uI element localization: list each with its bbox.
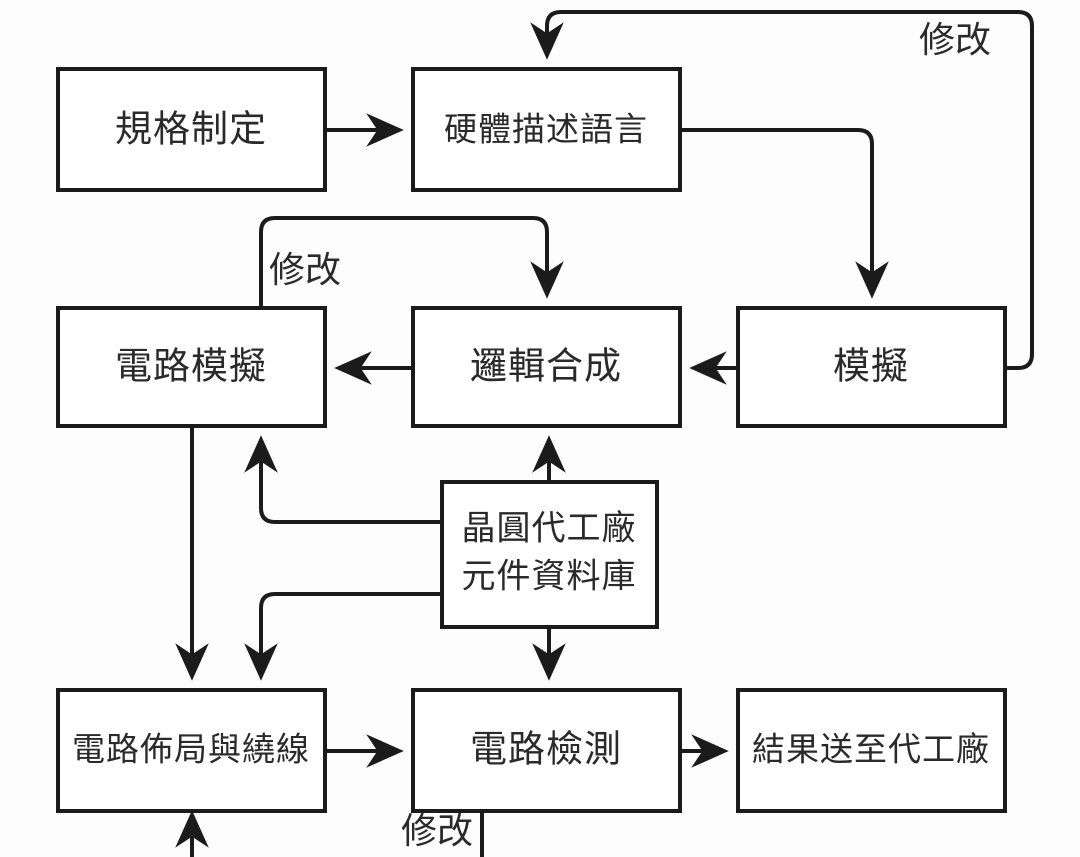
node-simulation[interactable]: 模擬 [736, 306, 1007, 428]
edge-label-revise-mid-left: 修改 [269, 250, 341, 291]
node-logic-synth-box[interactable] [411, 306, 682, 428]
node-simulation-label: 模擬 [833, 345, 909, 388]
node-circuit-sim[interactable]: 電路模擬 [56, 306, 327, 428]
node-layout-routing-box[interactable] [56, 688, 327, 813]
node-simulation-box[interactable] [736, 306, 1007, 428]
edge-db-to-circuit-sim [244, 435, 442, 524]
node-send-foundry-label: 結果送至代工廠 [752, 730, 990, 769]
edge-label-layer: 修改 修改 修改 [269, 20, 991, 852]
node-logic-synth-label: 邏輯合成 [470, 345, 622, 388]
node-send-foundry[interactable]: 結果送至代工廠 [736, 688, 1007, 813]
connector-layer [175, 10, 1034, 857]
node-spec[interactable]: 規格制定 [56, 67, 327, 192]
edge-circuit-sim-to-logic-synth-revise [259, 216, 564, 308]
node-layout-routing-label: 電路佈局與繞線 [72, 730, 310, 769]
edge-db-to-layout-routing [244, 592, 442, 681]
node-foundry-db-label-line2: 元件資料庫 [462, 557, 637, 597]
edge-simulation-to-hdl-revise [530, 10, 1034, 370]
edge-label-revise-top-right: 修改 [919, 20, 991, 61]
node-hdl-box[interactable] [411, 67, 682, 192]
node-foundry-db[interactable]: 晶圓代工廠 元件資料庫 [440, 480, 659, 629]
node-spec-box[interactable] [56, 67, 327, 192]
node-logic-synth[interactable]: 邏輯合成 [411, 306, 682, 428]
node-hdl[interactable]: 硬體描述語言 [411, 67, 682, 192]
node-spec-label: 規格制定 [115, 108, 267, 151]
edge-circuit-test-to-layout-routing-revise [175, 810, 484, 857]
edge-label-revise-bottom: 修改 [401, 811, 473, 852]
node-circuit-sim-box[interactable] [56, 306, 327, 428]
node-hdl-label: 硬體描述語言 [444, 110, 648, 149]
edge-hdl-to-simulation [680, 128, 889, 299]
node-circuit-test[interactable]: 電路檢測 [411, 688, 682, 813]
node-layout-routing[interactable]: 電路佈局與繞線 [56, 688, 327, 813]
node-layer: 規格制定 硬體描述語言 電路模擬 邏輯合成 模擬 [56, 67, 1007, 813]
node-foundry-db-box[interactable] [440, 480, 659, 629]
node-circuit-test-label: 電路檢測 [470, 728, 622, 771]
node-foundry-db-label-line1: 晶圓代工廠 [462, 509, 637, 549]
node-circuit-test-box[interactable] [411, 688, 682, 813]
node-send-foundry-box[interactable] [736, 688, 1007, 813]
node-circuit-sim-label: 電路模擬 [115, 345, 267, 388]
